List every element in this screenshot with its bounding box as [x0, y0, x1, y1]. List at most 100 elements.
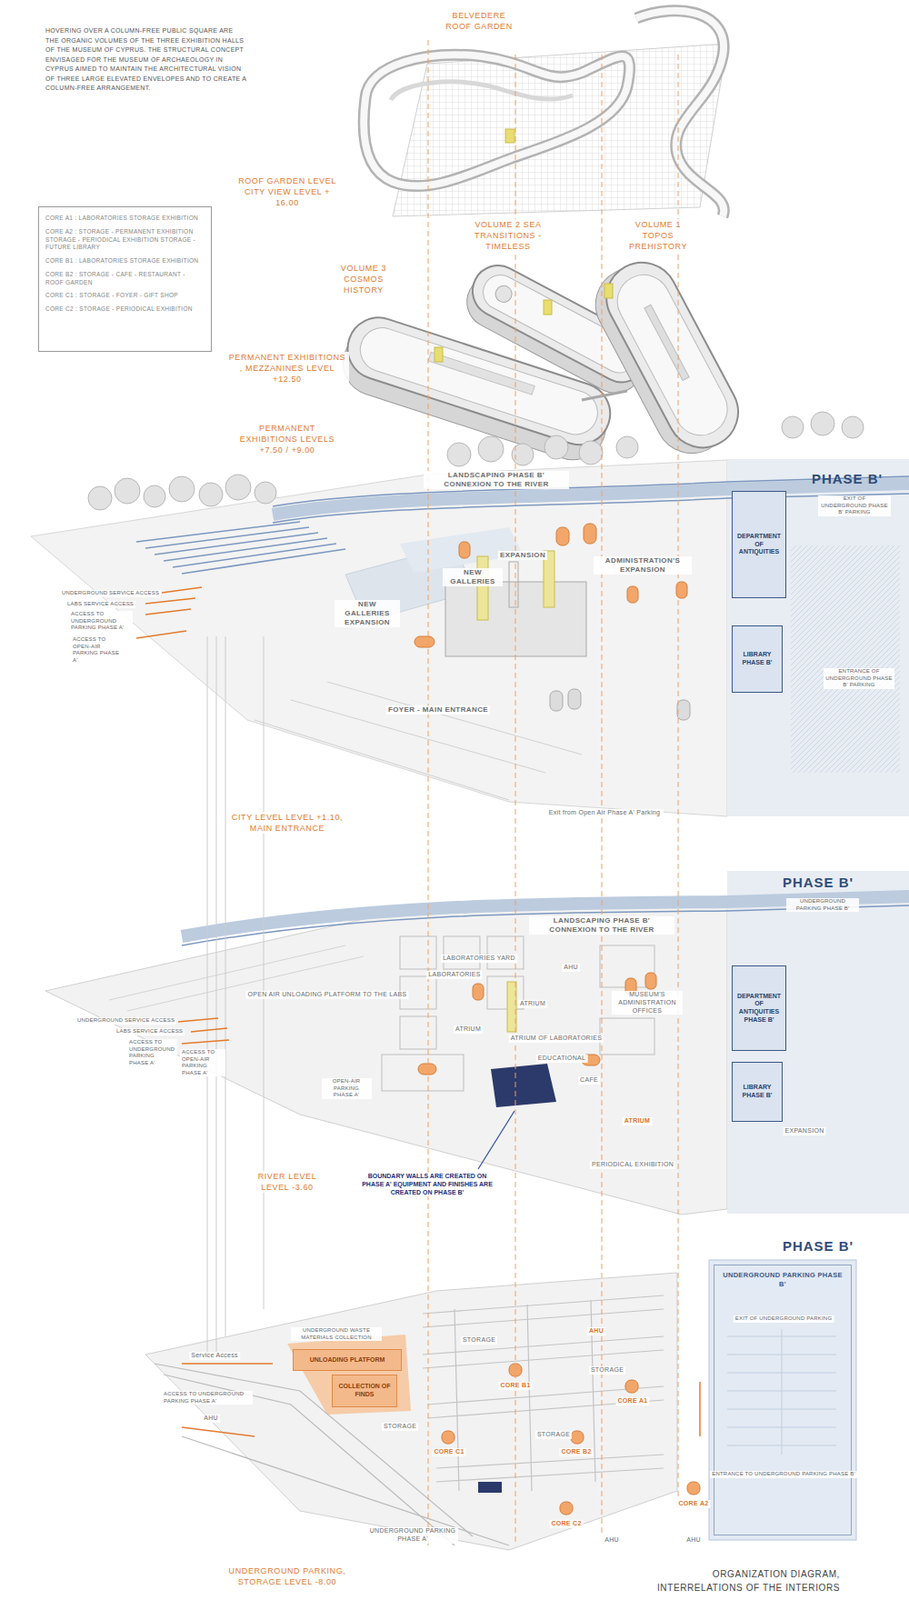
river-level-plate: [127, 956, 364, 1011]
node-text: CORE C1 : STORAGE - FOYER - GIFT SHOP: [45, 291, 205, 300]
underground-level-plate: [181, 1436, 510, 1546]
river-level-plate: [645, 972, 657, 989]
node-text: UNLOADING PLATFORM: [296, 1356, 399, 1365]
node-text: CORE A2 : STORAGE - PERMANENT EXHIBITION…: [45, 228, 205, 252]
access-label: ACCESS TO UNDERGROUND PARKING PHASE A': [69, 610, 133, 632]
level-guide-line: [601, 54, 603, 1537]
vertical-circulation-line: [263, 636, 265, 1309]
core-label: CORE B2: [559, 1448, 593, 1457]
access-arrow: [161, 587, 202, 593]
level-heading: ROOF GARDEN LEVEL CITY VIEW LEVEL + 16.0…: [230, 175, 345, 209]
room-label: STORAGE: [589, 1366, 626, 1375]
underground-level-plate: [154, 1363, 510, 1546]
underground-level-plate: [287, 1334, 411, 1415]
core-label: AHU: [587, 1327, 606, 1336]
level-guide-line: [428, 39, 679, 1546]
node-text: CORE A1 : LABORATORIES STORAGE EXHIBITIO…: [45, 214, 205, 223]
exhibition-volume: [434, 347, 443, 362]
underground-level-plate: [181, 1427, 255, 1437]
callout-note: BOUNDARY WALLS ARE CREATED ON PHASE A' E…: [359, 1172, 496, 1197]
river-level-plate: [443, 936, 480, 969]
level-guide-line: [678, 54, 680, 1509]
room-label: EDUCATIONAL: [536, 1054, 589, 1063]
room-label: MUSEUM'S ADMINISTRATION OFFICES: [611, 990, 683, 1015]
node-text: CORE B2 : STORAGE - CAFE - RESTAURANT - …: [45, 270, 205, 288]
access-label: EXIT OF UNDERGROUND PARKING: [733, 1315, 835, 1323]
city-level-plate: [290, 699, 546, 773]
underground-level-plate: [422, 1349, 664, 1369]
level-heading: BELVEDERE ROOF GARDEN: [438, 9, 520, 32]
node-text: CORE C2 : STORAGE - PERIODICAL EXHIBITIO…: [45, 305, 205, 314]
phase-b-building: DEPARTMENT OF ANTIQUITIES PHASE B': [731, 965, 787, 1051]
tree: [478, 436, 504, 462]
exhibition-volume: [543, 299, 552, 315]
access-arrow: [178, 1018, 219, 1022]
river-level-plate: [109, 945, 364, 1011]
city-level-plate: [459, 541, 470, 559]
access-label: UNDERGROUND SERVICE ACCESS: [59, 589, 161, 598]
access-label: UNDERGROUND SERVICE ACCESS: [75, 1017, 177, 1025]
collection-zone: COLLECTION OF FINDS: [331, 1374, 398, 1408]
tree: [199, 482, 223, 507]
city-level-plate: [272, 483, 909, 515]
tree: [781, 416, 804, 439]
zone-label: LANDSCAPING PHASE B' CONNEXION TO THE RI…: [423, 470, 570, 490]
city-level-plate: [30, 411, 909, 817]
room-label: AHU: [561, 963, 580, 972]
access-arrow: [136, 587, 230, 1044]
parking-zone: UNDERGROUND PARKING PHASE B': [713, 1264, 852, 1536]
access-label: ACCESS TO OPEN-AIR PARKING PHASE A': [179, 1048, 226, 1077]
tree: [88, 486, 112, 510]
river-level-plate: [381, 1054, 464, 1091]
zone-label: EXPANSION: [498, 550, 548, 560]
access-arrow: [136, 630, 187, 639]
node-text: CORE B1 : LABORATORIES STORAGE EXHIBITIO…: [45, 257, 205, 266]
river-level-plate: [472, 983, 484, 1000]
level-heading: UNDERGROUND PARKING, STORAGE LEVEL -8.00: [223, 1565, 351, 1588]
roof-garden: [363, 10, 728, 217]
underground-level-plate: [422, 1336, 664, 1355]
room-label: UNDERGROUND PARKING PHASE A': [367, 1527, 459, 1544]
city-level-plate: [677, 699, 690, 720]
city-level-plate: [414, 523, 688, 648]
tree: [447, 442, 471, 467]
river-level-plate: [45, 870, 909, 1215]
tree: [225, 474, 251, 500]
room-label: ATRIUM: [518, 999, 548, 1009]
underground-level-plate: [527, 1304, 532, 1491]
city-level-plate: [568, 689, 581, 710]
exhibition-volume: [608, 265, 737, 445]
room-label: EXPANSION: [782, 1127, 826, 1136]
core-label: CORE C1: [431, 1448, 466, 1457]
exhibition-volume: [594, 249, 751, 460]
tree: [254, 481, 277, 504]
underground-level-plate: [559, 1501, 573, 1515]
river-level-plate: [490, 1063, 557, 1108]
underground-level-plate: [441, 1363, 700, 1515]
underground-level-plate: [709, 1259, 857, 1540]
city-level-plate: [549, 690, 563, 711]
node-text: UNDERGROUND PARKING PHASE B': [721, 1270, 844, 1289]
roof-garden: [363, 54, 630, 186]
access-label: ENTRANCE TO UNDERGROUND PARKING PHASE B': [709, 1470, 858, 1479]
underground-level-plate: [625, 1379, 639, 1393]
exhibition-volume: [644, 304, 690, 380]
roof-garden: [505, 129, 515, 143]
underground-level-plate: [687, 1481, 700, 1495]
tree: [169, 476, 195, 502]
room-label: PERIODICAL EXHIBITION: [589, 1160, 676, 1169]
city-level-plate: [399, 527, 523, 573]
vertical-circulation-line: [216, 636, 218, 1359]
river-level-plate: [418, 972, 657, 1075]
level-guide-line: [515, 54, 517, 1546]
room-label: Exit from Open Air Phase A' Parking: [545, 809, 664, 818]
tree: [616, 436, 639, 459]
exhibition-volume: [492, 282, 515, 305]
access-label: EXIT OF UNDERGROUND PHASE B' PARKING: [818, 495, 891, 517]
city-level-plate: [136, 521, 346, 574]
city-level-plate: [509, 561, 519, 608]
city-level-plate: [727, 459, 909, 817]
underground-level-plate: [454, 1308, 460, 1491]
core-legend-box: CORE A1 : LABORATORIES STORAGE EXHIBITIO…: [38, 206, 212, 352]
underground-level-plate: [422, 1295, 664, 1491]
